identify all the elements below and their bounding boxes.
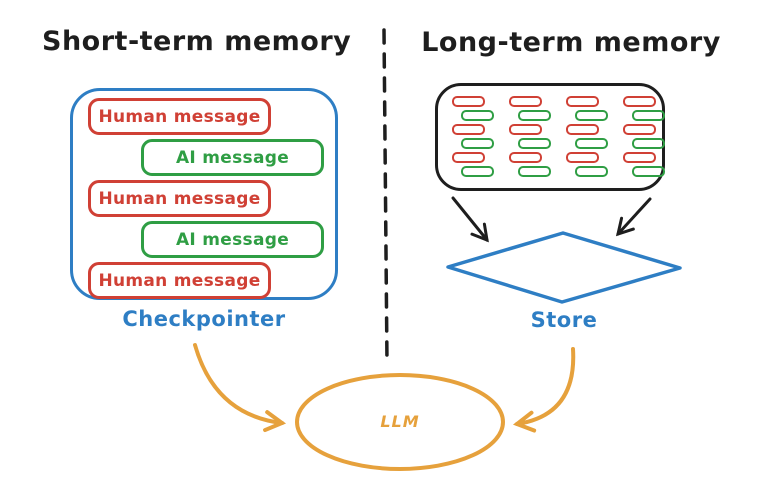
red-memory-chip (623, 124, 656, 135)
red-memory-chip (452, 124, 485, 135)
checkpointer-label: Checkpointer (122, 307, 286, 331)
green-memory-chip (518, 110, 551, 121)
red-memory-chip (623, 96, 656, 107)
checkpointer-to-llm-arrow (193, 343, 287, 433)
red-memory-chip (509, 96, 542, 107)
red-memory-chip (566, 124, 599, 135)
long-term-memory-title: Long-term memory (421, 27, 721, 58)
llm-label: LLM (380, 412, 420, 431)
red-memory-chip (452, 152, 485, 163)
long-term-memory-container (435, 83, 665, 191)
short-term-memory-title: Short-term memory (42, 26, 352, 57)
green-memory-chip (575, 166, 608, 177)
human-message: Human message (88, 98, 271, 135)
memory-chip-column (566, 96, 608, 182)
ai-message: AI message (141, 221, 324, 258)
red-memory-chip (509, 152, 542, 163)
human-message: Human message (88, 180, 271, 217)
red-memory-chip (452, 96, 485, 107)
memory-chip-column (452, 96, 494, 182)
ai-message: AI message (141, 139, 324, 176)
red-memory-chip (566, 96, 599, 107)
store-left-arrow (451, 196, 489, 243)
memory-chip-column (623, 96, 665, 182)
green-memory-chip (575, 138, 608, 149)
green-memory-chip (575, 110, 608, 121)
store-label: Store (530, 308, 598, 332)
llm-ellipse (295, 373, 505, 471)
green-memory-chip (632, 138, 665, 149)
human-message: Human message (88, 262, 271, 299)
red-memory-chip (623, 152, 656, 163)
green-memory-chip (461, 166, 494, 177)
green-memory-chip (518, 138, 551, 149)
store-right-arrow (615, 197, 652, 237)
green-memory-chip (461, 110, 494, 121)
green-memory-chip (461, 138, 494, 149)
memory-grid (452, 96, 665, 182)
section-divider-dashed-line (382, 28, 389, 365)
memory-chip-column (509, 96, 551, 182)
red-memory-chip (566, 152, 599, 163)
green-memory-chip (518, 166, 551, 177)
store-diamond (446, 231, 682, 304)
store-to-llm-arrow (512, 347, 576, 433)
green-memory-chip (632, 166, 665, 177)
red-memory-chip (509, 124, 542, 135)
green-memory-chip (632, 110, 665, 121)
